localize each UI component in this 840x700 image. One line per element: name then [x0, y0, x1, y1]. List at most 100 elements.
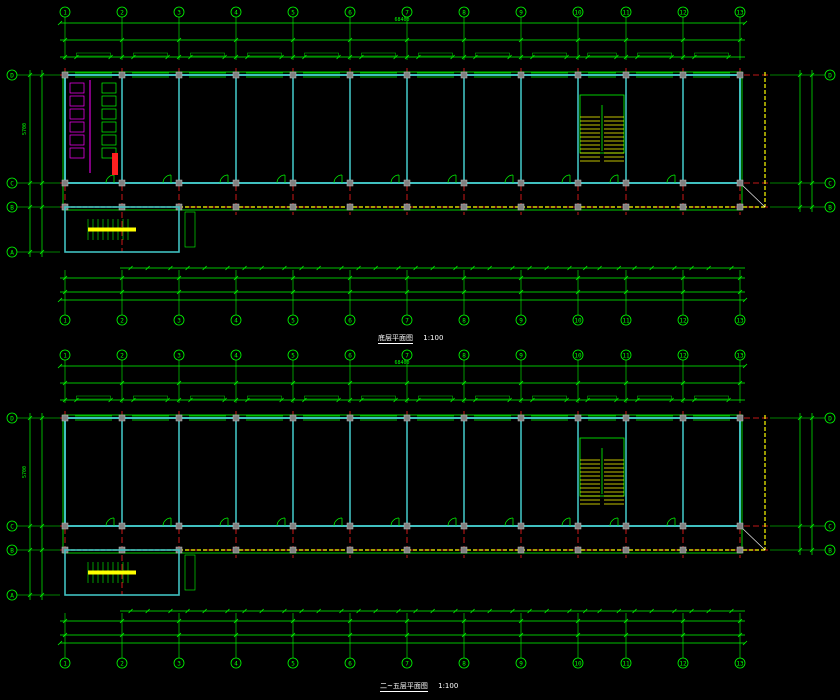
dimension-tick	[461, 37, 467, 43]
dimension-tick	[567, 608, 572, 614]
dimension-tick	[176, 289, 182, 295]
dim-text-placeholder	[247, 52, 282, 57]
structural-column	[403, 203, 411, 211]
dimension-tick	[128, 265, 133, 271]
dim-text-placeholder	[361, 52, 396, 57]
axis-bubble-label: C	[10, 181, 14, 188]
dimension-tick	[564, 54, 569, 60]
dimension-tick	[302, 397, 307, 403]
structural-column	[517, 414, 525, 422]
door-swing	[390, 517, 400, 527]
door-swing	[219, 174, 229, 184]
dimension-tick	[518, 54, 524, 60]
dimension-tick	[614, 54, 619, 60]
dim-text-placeholder	[587, 52, 617, 57]
dimension-tick	[623, 397, 629, 403]
dimension-tick	[507, 54, 512, 60]
dimension-tick	[282, 608, 287, 614]
dimension-tick	[742, 640, 748, 646]
outer-wall-line	[62, 414, 743, 554]
dimension-tick	[635, 397, 640, 403]
dimension-tick	[518, 618, 524, 624]
dimension-tick	[233, 275, 239, 281]
dimension-tick	[797, 72, 803, 78]
dimension-tick	[290, 37, 296, 43]
dimension-tick	[680, 632, 686, 638]
axis-bubble-label: 11	[622, 353, 630, 360]
door-swing	[276, 174, 286, 184]
structural-column	[118, 71, 126, 79]
structural-column	[736, 179, 744, 187]
dimension-tick	[119, 618, 125, 624]
stair-door-frame	[184, 211, 196, 248]
dimension-tick	[510, 608, 515, 614]
dimension-tick	[614, 397, 619, 403]
dimension-tick	[290, 632, 296, 638]
axis-bubble-label: 5	[291, 318, 295, 325]
axis-bubble-label: 13	[736, 661, 744, 668]
bay-width-label: 5700	[22, 466, 28, 478]
structural-column	[61, 179, 69, 187]
dimension-tick	[347, 397, 353, 403]
dimension-tick	[450, 397, 455, 403]
structural-column	[118, 414, 126, 422]
dimension-tick	[404, 380, 410, 386]
axis-bubble-label: D	[828, 73, 832, 80]
structural-column	[346, 179, 354, 187]
dimension-tick	[544, 608, 549, 614]
total-length-label: 68400	[394, 17, 409, 23]
dimension-tick	[233, 54, 239, 60]
door-swing	[447, 517, 457, 527]
dimension-tick	[27, 523, 33, 529]
dimension-tick	[680, 397, 686, 403]
axis-bubble-label: 1	[63, 661, 67, 668]
dimension-tick	[706, 608, 711, 614]
axis-bubble-label: 13	[736, 353, 744, 360]
dimension-tick	[62, 289, 68, 295]
dimension-tick	[706, 265, 711, 271]
dimension-tick	[347, 380, 353, 386]
dimension-tick	[62, 275, 68, 281]
dim-text-placeholder	[304, 52, 339, 57]
dimension-tick	[404, 632, 410, 638]
dimension-tick	[39, 547, 45, 553]
door-swing	[219, 517, 229, 527]
dimension-tick	[737, 37, 743, 43]
axis-bubble-label: 11	[622, 661, 630, 668]
structural-column	[679, 414, 687, 422]
structural-column	[736, 546, 744, 554]
corridor-end-diagonal	[739, 182, 766, 208]
structural-column	[232, 414, 240, 422]
toilet-stall	[69, 121, 85, 133]
dimension-tick	[290, 618, 296, 624]
dimension-tick	[259, 608, 264, 614]
dimension-tick	[176, 618, 182, 624]
dim-text-placeholder	[694, 395, 729, 400]
axis-bubble-label: 4	[234, 353, 238, 360]
dimension-tick	[416, 54, 421, 60]
axis-bubble-label: B	[828, 205, 832, 212]
dim-text-placeholder	[76, 395, 111, 400]
dimension-tick	[530, 54, 535, 60]
dimension-tick	[669, 54, 674, 60]
dimension-tick	[461, 632, 467, 638]
dimension-tick	[530, 397, 535, 403]
dimension-tick	[168, 265, 173, 271]
dimension-tick	[119, 37, 125, 43]
axis-bubble-label: 4	[234, 10, 238, 17]
structural-column	[679, 522, 687, 530]
dimension-tick	[347, 37, 353, 43]
structural-column	[574, 414, 582, 422]
dimension-tick	[359, 397, 364, 403]
total-length-label: 68400	[394, 360, 409, 366]
dim-text-placeholder	[475, 395, 510, 400]
fire-hydrant	[112, 153, 118, 175]
dimension-tick	[527, 608, 532, 614]
dimension-tick	[737, 618, 743, 624]
axis-bubble-label: 4	[234, 661, 238, 668]
dimension-tick	[62, 397, 68, 403]
structural-column	[460, 546, 468, 554]
axis-bubble-label: D	[828, 416, 832, 423]
axis-bubble-label: 9	[519, 353, 523, 360]
stair-well	[579, 94, 625, 154]
